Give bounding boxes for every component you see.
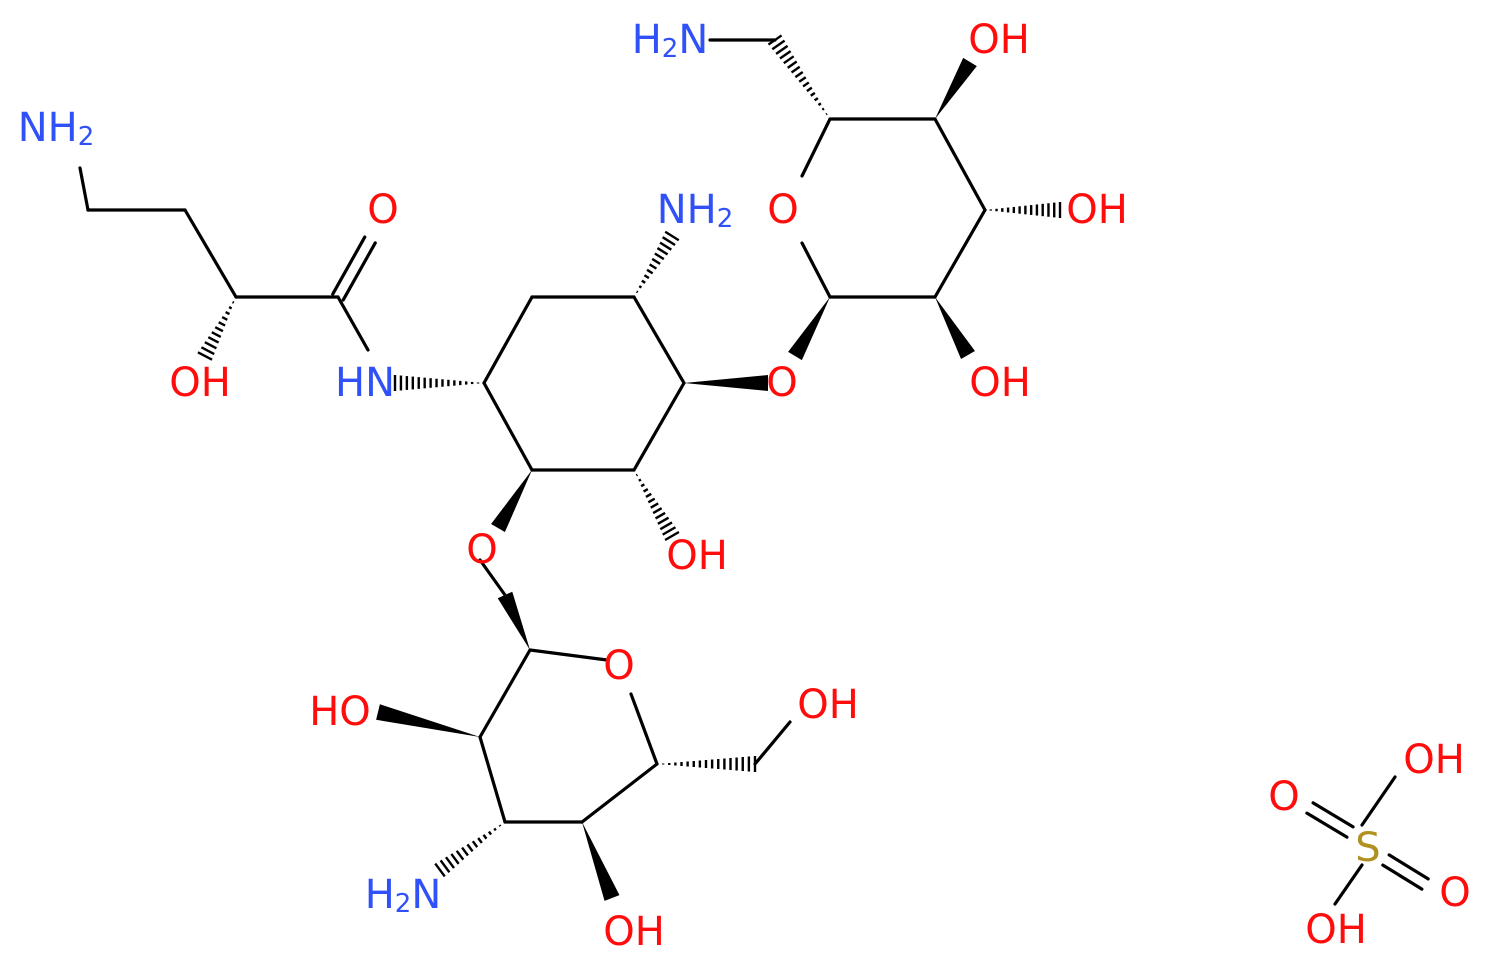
bond-line-47 xyxy=(1305,811,1349,839)
wedge-bond-22 xyxy=(935,57,977,119)
bond-line-44 xyxy=(1360,775,1397,827)
bond-line-7 xyxy=(336,295,370,352)
bond-line-43 xyxy=(753,720,792,766)
hashed-wedge-bond-24 xyxy=(989,202,1062,218)
bond-line-0 xyxy=(78,166,90,212)
wedge-bond-32 xyxy=(497,591,530,650)
hashed-wedge-bond-42 xyxy=(661,756,757,772)
bond-line-45 xyxy=(1333,863,1364,906)
bond-line-2 xyxy=(183,208,238,299)
bond-line-37 xyxy=(478,735,507,824)
atom-label-h2n-bottom: H2N xyxy=(365,872,442,919)
bond-line-46 xyxy=(1311,801,1355,829)
bond-line-5 xyxy=(341,241,377,302)
bond-line-11 xyxy=(632,295,686,385)
bond-line-49 xyxy=(1387,853,1430,881)
atom-label-o-ring-bottom: O xyxy=(603,643,634,689)
atom-label-oh-bottom-lower: OH xyxy=(603,909,665,955)
bond-line-34 xyxy=(629,692,659,766)
hashed-wedge-bond-19 xyxy=(767,34,828,116)
bond-line-25 xyxy=(933,208,987,299)
bond-line-12 xyxy=(632,381,686,472)
bond-line-23 xyxy=(933,117,987,212)
atom-label-nh2-tail: NH2 xyxy=(18,105,95,152)
atom-label-oh-top-1: OH xyxy=(968,17,1030,63)
atom-label-o-link-bottom: O xyxy=(466,527,497,573)
hashed-wedge-bond-15 xyxy=(635,230,680,294)
bond-line-35 xyxy=(478,648,532,739)
wedge-bond-18 xyxy=(491,470,532,533)
atom-label-nh2-ring-top: NH2 xyxy=(657,187,734,234)
bond-line-48 xyxy=(1381,863,1424,891)
hashed-wedge-bond-8 xyxy=(393,375,480,391)
atom-label-o-sulfate-left: O xyxy=(1268,774,1299,820)
atom-label-oh-sulfate-top: OH xyxy=(1403,737,1465,783)
hashed-wedge-bond-3 xyxy=(197,300,235,361)
bond-line-29 xyxy=(800,241,832,299)
bond-line-31 xyxy=(478,558,507,597)
wedge-bond-26 xyxy=(935,297,975,359)
atom-label-o-carbonyl: O xyxy=(367,187,398,233)
bond-line-30 xyxy=(800,117,832,178)
hashed-wedge-bond-17 xyxy=(635,473,680,542)
atom-label-oh-top-3: OH xyxy=(969,360,1031,406)
atom-label-ho-bottom-left: HO xyxy=(309,689,371,735)
wedge-bond-16 xyxy=(684,375,768,391)
wedge-bond-28 xyxy=(788,297,830,361)
atom-label-o-sulfate-right: O xyxy=(1439,870,1470,916)
bond-line-33 xyxy=(528,648,609,662)
bonds xyxy=(78,34,1430,906)
atom-label-o-link-right: O xyxy=(766,360,797,406)
atom-label-oh-top-2: OH xyxy=(1066,187,1128,233)
bond-line-9 xyxy=(482,295,534,385)
atom-label-oh-ring-center: OH xyxy=(666,533,728,579)
atom-label-hn-amide: HN xyxy=(335,360,395,406)
bond-line-6 xyxy=(331,235,367,296)
wedge-bond-36 xyxy=(376,704,480,737)
atom-label-s-sulfate: S xyxy=(1355,825,1380,871)
atom-label-oh-sulfate-bottom: OH xyxy=(1305,907,1367,953)
atom-label-nh2-top-sugar: H2N xyxy=(632,17,709,64)
atom-label-oh-alpha: OH xyxy=(169,360,231,406)
wedge-bond-40 xyxy=(582,822,620,901)
atom-label-o-ring-top: O xyxy=(767,187,798,233)
bond-line-41 xyxy=(580,762,659,824)
atom-label-oh-bottom-ch2: OH xyxy=(797,682,859,728)
bond-line-14 xyxy=(482,381,534,472)
hashed-wedge-bond-38 xyxy=(434,824,502,878)
